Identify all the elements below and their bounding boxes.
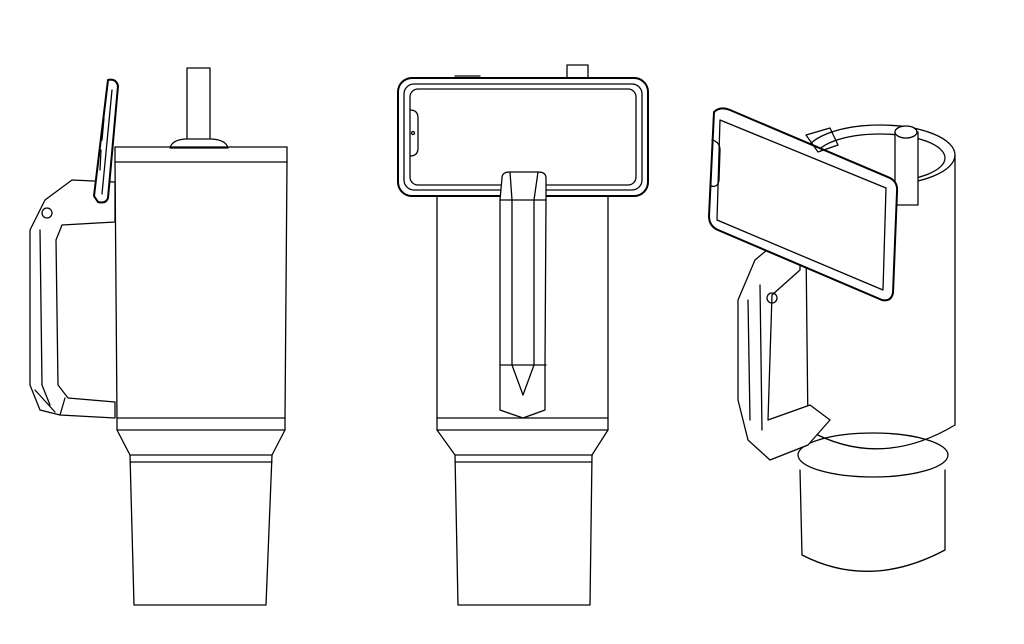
straw	[894, 125, 919, 206]
perspective-view	[708, 107, 956, 572]
front-view	[397, 64, 649, 606]
straw	[169, 67, 229, 149]
phone	[93, 78, 119, 204]
phone	[708, 107, 899, 302]
tumbler-body	[114, 146, 288, 606]
tumbler-body	[797, 124, 956, 572]
handle	[737, 234, 831, 461]
handle	[29, 179, 116, 419]
side-view	[29, 67, 288, 606]
handle	[499, 171, 547, 419]
